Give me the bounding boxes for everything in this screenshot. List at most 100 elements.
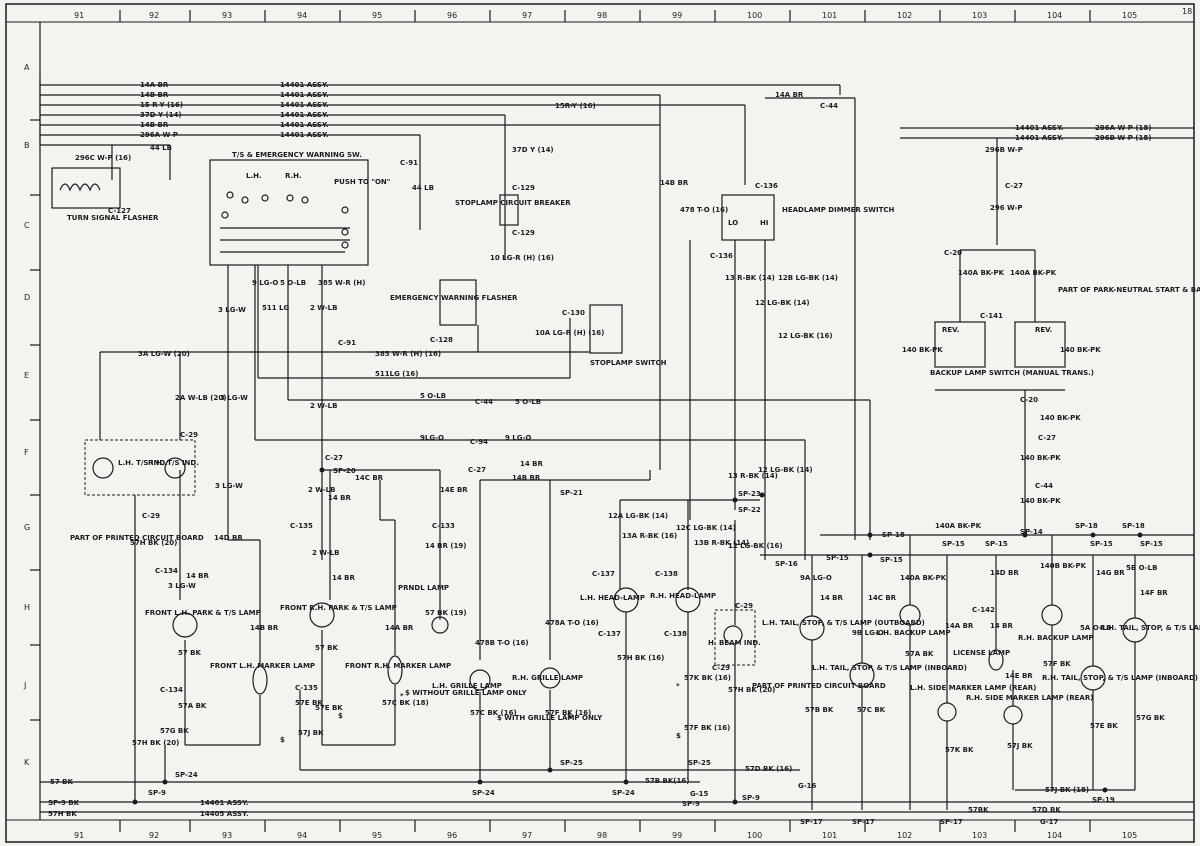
label-57b: 57B BK xyxy=(805,706,834,714)
column-label-bottom-104: 104 xyxy=(1047,831,1062,840)
label-57d: 57D BK xyxy=(1032,806,1061,814)
connector-c44c: C-44 xyxy=(475,398,493,406)
sp15e-label: SP-15 xyxy=(1090,540,1113,548)
star-1: * xyxy=(676,682,680,690)
connector-c137b: C-137 xyxy=(598,630,621,638)
label-140b: 140B BK-PK xyxy=(1040,562,1087,570)
harness-circuit-3: 37D Y (14) xyxy=(140,111,182,119)
harness-assy-0: 14401 ASSY. xyxy=(280,81,329,89)
connector-c94: C-94 xyxy=(470,438,488,446)
column-label-bottom-103: 103 xyxy=(972,831,987,840)
connector-c20a: C-20 xyxy=(944,249,962,257)
column-label-92: 92 xyxy=(149,11,159,20)
label-478: 478 T-O (16) xyxy=(680,206,728,214)
rh-ts-label: R.H. T/S IND. xyxy=(148,459,199,467)
dollar-4: $ xyxy=(676,732,681,740)
star-2: * xyxy=(400,692,404,700)
label-57j-b: 57J BK xyxy=(1007,742,1033,750)
label-9b: 9B LG-O xyxy=(852,629,884,637)
rh-tail-out-label: R.H. TAIL, STOP, & T/S LAMP OUTBOARD xyxy=(1100,624,1200,632)
label-57e: 57E BK xyxy=(295,699,323,707)
sp20-label: SP-20 xyxy=(333,467,356,475)
label-478a: 478A T-O (16) xyxy=(545,619,599,627)
connector-c135a: C-135 xyxy=(290,522,313,530)
rh-label: R.H. xyxy=(285,172,302,180)
sp15d-label: SP-15 xyxy=(985,540,1008,548)
column-label-101: 101 xyxy=(822,11,837,20)
front-lh-park-lamp-icon xyxy=(172,612,198,638)
column-label-100: 100 xyxy=(747,11,762,20)
stoplamp-cb-label: STOPLAMP CIRCUIT BREAKER xyxy=(455,199,571,207)
row-label-F: F xyxy=(24,448,29,457)
connector-c136a: C-136 xyxy=(755,182,778,190)
label-57g-b: 57G BK xyxy=(1136,714,1165,722)
label-5olb: 5 O-LB xyxy=(280,279,306,287)
label-3lgw-b: 3 LG-W xyxy=(220,394,248,402)
connector-c91b: C-91 xyxy=(338,339,356,347)
connector-c127: C-127 xyxy=(108,207,131,215)
connector-c142: C-142 xyxy=(972,606,995,614)
lh-ts-indicator-icon xyxy=(92,457,114,479)
connector-c91a: C-91 xyxy=(400,159,418,167)
label-296wp: 296 W-P xyxy=(990,204,1023,212)
harness-circuit-1: 14B BR xyxy=(140,91,169,99)
lh-grille-label: L.H. GRILLE LAMP xyxy=(432,682,502,690)
column-label-bottom-101: 101 xyxy=(822,831,837,840)
rh-backup-label: R.H. BACKUP LAMP xyxy=(1018,634,1094,642)
sp9a-label: SP-9 xyxy=(148,789,166,797)
column-label-103: 103 xyxy=(972,11,987,20)
sp15b-label: SP-15 xyxy=(880,556,903,564)
front-rh-marker-label: FRONT R.H. MARKER LAMP xyxy=(345,662,451,670)
label-14e: 14E BR xyxy=(1005,672,1033,680)
label-9a: 9A LG-O xyxy=(800,574,832,582)
lo-label: LO xyxy=(728,219,738,227)
dollar-3: $ xyxy=(567,712,572,720)
column-label-bottom-105: 105 xyxy=(1122,831,1137,840)
g17-label: G-17 xyxy=(1040,818,1059,826)
connector-c130: C-130 xyxy=(562,309,585,317)
dimmer-label: HEADLAMP DIMMER SWITCH xyxy=(782,206,895,214)
connector-c27d: C-27 xyxy=(468,466,486,474)
column-label-bottom-98: 98 xyxy=(597,831,607,840)
rh-head-label: R.H. HEAD-LAMP xyxy=(650,592,716,600)
pcb-right-label: PART OF PRINTED CIRCUIT BOARD xyxy=(752,682,886,690)
connector-c138b: C-138 xyxy=(664,630,687,638)
label-12lgbk-d: 12 LG-BK (16) xyxy=(728,542,783,550)
without-grille-label: $ WITHOUT GRILLE LAMP ONLY xyxy=(405,689,528,697)
lh-side-label: L.H. SIDE MARKER LAMP (REAR) xyxy=(910,684,1036,692)
lh-ts-label: L.H. T/S IND. xyxy=(118,459,168,467)
sp9bk-label: SP-9 BK xyxy=(48,799,80,807)
sp25b-label: SP-25 xyxy=(688,759,711,767)
front-lh-marker-lamp-icon xyxy=(252,665,268,695)
column-label-bottom-96: 96 xyxy=(447,831,457,840)
label-57a-h: 57A BK xyxy=(905,650,934,658)
connector-c129a: C-129 xyxy=(512,184,535,192)
label-57dbk: 57D BK (16) xyxy=(745,765,792,773)
harness-assy-5: 14401 ASSY. xyxy=(280,131,329,139)
column-label-bottom-99: 99 xyxy=(672,831,682,840)
label-140a-g: 140A BK-PK xyxy=(935,522,982,530)
row-label-D: D xyxy=(24,293,30,302)
label-14cbr-g: 14C BR xyxy=(868,594,897,602)
connector-c29d: C-29 xyxy=(712,664,730,672)
row-label-E: E xyxy=(24,371,29,380)
g16-label: G-16 xyxy=(798,782,817,790)
connector-c138a: C-138 xyxy=(655,570,678,578)
label-2wlb-c: 2 W-LB xyxy=(308,486,335,494)
label-14d-h: 14D BR xyxy=(990,569,1019,577)
headlamp-dimmer-box xyxy=(721,194,775,241)
label-44lb: 44 LB xyxy=(150,144,172,152)
label-511lg16: 511LG (16) xyxy=(375,370,418,378)
connector-c135b: C-135 xyxy=(295,684,318,692)
dollar-1: $ xyxy=(280,736,285,744)
label-57g: 57G BK xyxy=(160,727,189,735)
assy-b2: 14405 ASSY. xyxy=(200,810,249,818)
dollar-2: $ xyxy=(338,712,343,720)
label-12lgbk-b: 12 LG-BK (16) xyxy=(778,332,833,340)
label-9lgo-a: 9LG-O xyxy=(420,434,444,442)
label-511: 511 LG xyxy=(262,304,290,312)
sp9b-label: SP-9 xyxy=(682,800,700,808)
top-harness xyxy=(39,78,1194,540)
